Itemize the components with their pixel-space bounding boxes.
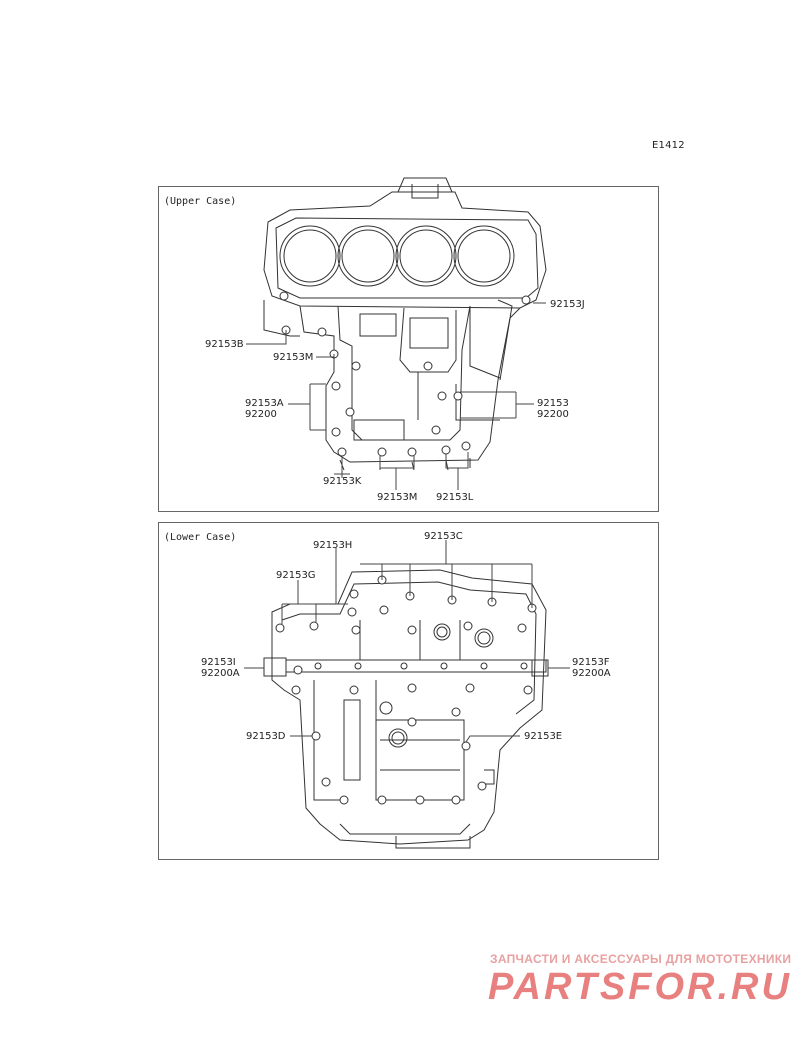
upper-case-bolts	[279, 291, 531, 457]
upper-case-panel	[158, 186, 659, 512]
upper-case-outline	[263, 177, 547, 471]
watermark-logo: PARTSFOR.RU	[488, 966, 792, 1008]
label-92153g: 92153G	[276, 570, 316, 581]
lower-case-panel	[158, 522, 659, 860]
label-92200-left: 92200	[245, 409, 277, 420]
label-92153b: 92153B	[205, 339, 244, 350]
lower-case-outline	[263, 569, 549, 849]
lower-case-title: (Lower Case)	[164, 532, 237, 543]
label-92153: 92153	[537, 398, 569, 409]
label-92200a-left: 92200A	[201, 668, 240, 679]
label-92153a: 92153A	[245, 398, 284, 409]
label-92200a-right: 92200A	[572, 668, 611, 679]
label-92153i: 92153I	[201, 657, 236, 668]
label-92153h: 92153H	[313, 540, 353, 551]
label-92153f-group: 92153F 92200A	[572, 657, 611, 679]
label-92153m-lower: 92153M	[377, 492, 418, 503]
label-92153j: 92153J	[550, 299, 585, 310]
label-92153d: 92153D	[246, 731, 286, 742]
label-92153c: 92153C	[424, 531, 463, 542]
diagram-code: E1412	[652, 140, 685, 151]
label-92153e: 92153E	[524, 731, 563, 742]
lower-case-bolts	[275, 575, 537, 805]
label-92200-right: 92200	[537, 409, 569, 420]
upper-case-title: (Upper Case)	[164, 196, 237, 207]
watermark-subtitle: ЗАПЧАСТИ И АКСЕССУАРЫ ДЛЯ МОТОТЕХНИКИ	[490, 952, 792, 966]
lower-leaders	[244, 540, 570, 743]
lower-case-plugs	[379, 623, 494, 748]
label-92153a-group: 92153A 92200	[245, 398, 284, 420]
label-92153l: 92153L	[436, 492, 474, 503]
label-92153i-group: 92153I 92200A	[201, 657, 240, 679]
label-92153-group: 92153 92200	[537, 398, 569, 420]
upper-leaders	[246, 302, 546, 490]
label-92153m-upper: 92153M	[273, 352, 314, 363]
label-92153k: 92153K	[323, 476, 362, 487]
label-92153f: 92153F	[572, 657, 610, 668]
